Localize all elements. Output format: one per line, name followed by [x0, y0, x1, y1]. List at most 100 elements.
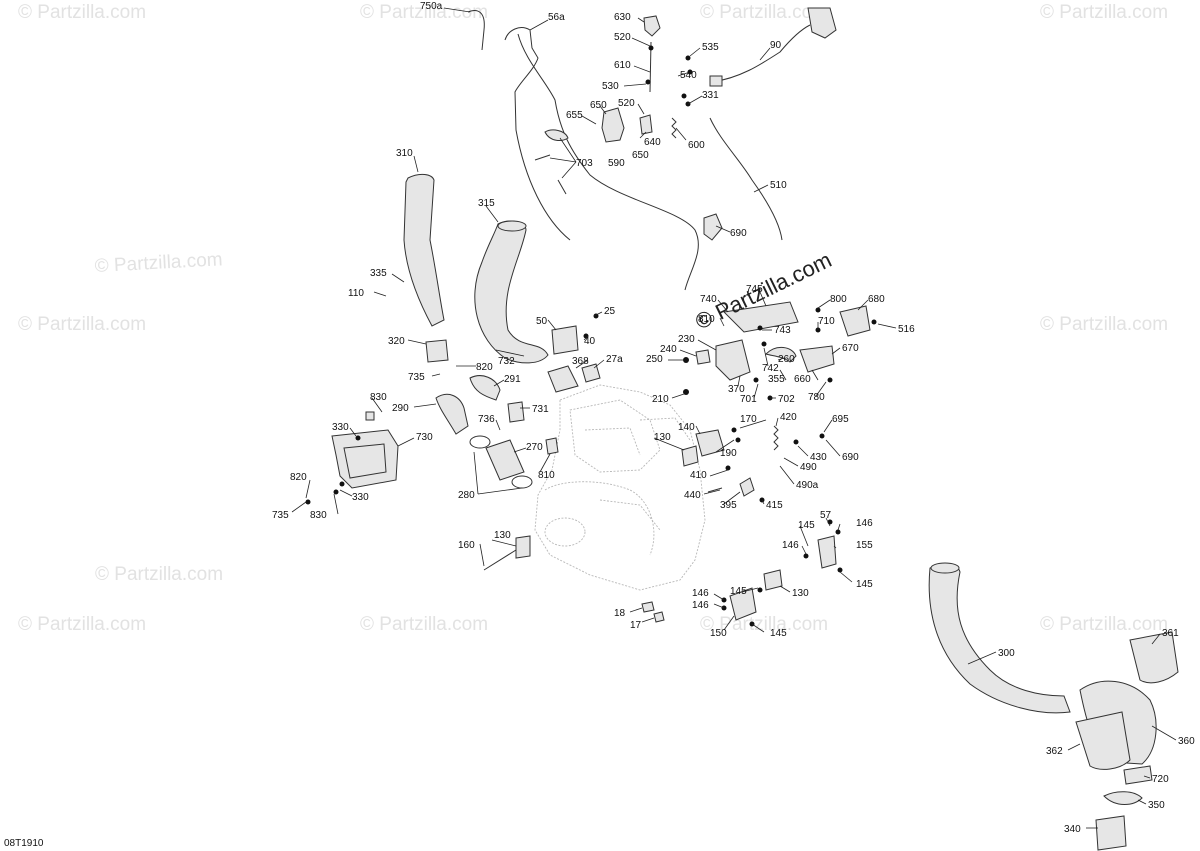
callout-label: 490a	[796, 480, 819, 491]
callout-label: 680	[868, 294, 885, 305]
bracket-155	[817, 535, 837, 569]
callout-label: 155	[856, 540, 873, 551]
support-bracket-730	[305, 411, 399, 505]
callout-label: 146	[692, 600, 709, 611]
watermark-text: © Partzilla.com	[1040, 614, 1168, 635]
callout-label: 145	[856, 579, 873, 590]
tensioner-150	[729, 587, 757, 621]
watermark-text: © Partzilla.com	[94, 249, 223, 277]
callout-label: 370	[728, 384, 745, 395]
callout-label: 300	[998, 648, 1015, 659]
callout-label: 331	[702, 90, 719, 101]
callout-label: 250	[646, 354, 663, 365]
callout-label: 440	[684, 490, 701, 501]
diagram-code: 08T1910	[4, 838, 44, 849]
cable-510	[709, 117, 783, 241]
callout-label: 270	[526, 442, 543, 453]
callout-label: 17	[630, 620, 642, 631]
connector-90	[709, 75, 723, 87]
callout-label: 57	[820, 510, 832, 521]
bracket-140	[695, 429, 725, 457]
callout-label: 540	[680, 70, 697, 81]
clamp-280a	[469, 435, 491, 449]
callout-label: 530	[602, 81, 619, 92]
watermark-text: © Partzilla.com	[360, 614, 488, 635]
bracket-640	[639, 114, 653, 135]
bracket-660	[799, 345, 835, 373]
callout-label: 360	[1178, 736, 1195, 747]
callout-label: 146	[782, 540, 799, 551]
support-230	[715, 339, 751, 381]
callout-label: 695	[832, 414, 849, 425]
callout-label: 410	[690, 470, 707, 481]
duct-362	[1075, 711, 1131, 770]
watermark-layer: © Partzilla.com © Partzilla.com © Partzi…	[18, 2, 1168, 635]
callout-label: 736	[478, 414, 495, 425]
watermark-text: © Partzilla.com	[700, 2, 828, 23]
pulley-130a	[681, 445, 699, 467]
pulley-130b	[515, 535, 531, 559]
callout-label: 50	[536, 316, 548, 327]
duct-300	[928, 563, 1071, 714]
cable-750a	[467, 10, 485, 51]
callout-label: 150	[710, 628, 727, 639]
callout-label: 230	[678, 334, 695, 345]
bracket-740	[722, 301, 799, 333]
callout-label: 350	[1148, 800, 1165, 811]
duct-361	[1129, 631, 1179, 684]
callout-label: 750a	[420, 1, 443, 12]
callout-label: 415	[766, 500, 783, 511]
callout-label: 140	[678, 422, 695, 433]
callout-label: 810	[538, 470, 555, 481]
callout-label: 520	[614, 32, 631, 43]
coupler-320	[425, 339, 449, 363]
strap-260	[765, 347, 797, 363]
callout-label: 315	[478, 198, 495, 209]
callout-label: 710	[818, 316, 835, 327]
coupler-340	[1095, 815, 1127, 851]
spring-420	[773, 425, 779, 451]
callout-label: 830	[370, 392, 387, 403]
callout-label: 320	[388, 336, 405, 347]
watermark-text: © Partzilla.com	[1040, 2, 1168, 23]
duct-300-rim	[930, 562, 960, 574]
callout-label: 830	[310, 510, 327, 521]
duct-315-rim	[497, 220, 527, 232]
callout-label: 146	[692, 588, 709, 599]
callout-label: 420	[780, 412, 797, 423]
callout-label: 25	[604, 306, 616, 317]
callout-label: 702	[778, 394, 795, 405]
callout-label: 742	[762, 363, 779, 374]
callout-label: 743	[774, 325, 791, 336]
callout-label: 800	[830, 294, 847, 305]
callout-label: 340	[1064, 824, 1081, 835]
callout-label: 27a	[606, 354, 623, 365]
callout-label: 650	[632, 150, 649, 161]
callout-label: 395	[720, 500, 737, 511]
clip-810	[545, 437, 559, 455]
mount-cluster	[583, 301, 877, 401]
callout-label: 368	[572, 356, 589, 367]
throttle-hardware	[534, 7, 837, 241]
callout-label: 362	[1046, 746, 1063, 757]
callout-label: 290	[392, 403, 409, 414]
callout-label: 731	[532, 404, 549, 415]
callout-label: 330	[332, 422, 349, 433]
clamp-350	[1103, 791, 1143, 805]
callout-label: 655	[566, 110, 583, 121]
callout-label: 430	[810, 452, 827, 463]
callout-label: 90	[770, 40, 782, 51]
callout-label: 590	[608, 158, 625, 169]
bracket-731	[507, 401, 525, 423]
callout-label: 110	[348, 288, 364, 299]
elbow-290	[435, 393, 469, 435]
callout-label: 146	[856, 518, 873, 529]
callout-label: 600	[688, 140, 705, 151]
callout-label: 732	[498, 356, 515, 367]
pin-17	[653, 611, 665, 623]
ring-720	[1123, 765, 1153, 785]
callout-labels: 750a 56a 630 520 535 90 610 540 530 520 …	[272, 1, 1195, 835]
callout-label: 130	[792, 588, 809, 599]
